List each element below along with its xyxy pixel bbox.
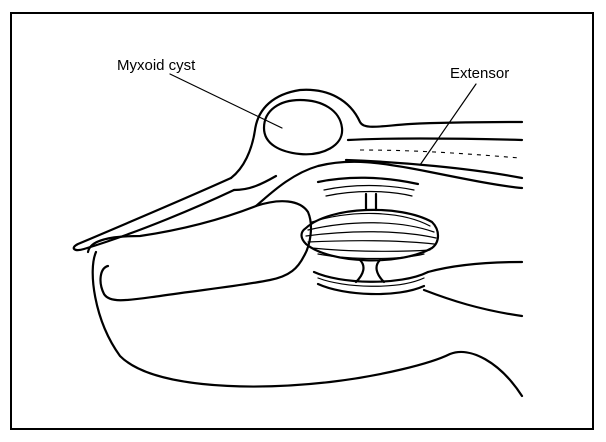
extensor-tendon-fibers <box>360 150 520 158</box>
middle-phalanx-dorsal <box>256 162 522 206</box>
capsule-fiber-1 <box>324 186 414 191</box>
distal-phalanx-bone <box>88 201 311 300</box>
myxoid-cyst-label: Myxoid cyst <box>117 57 196 74</box>
spindle-fiber-2 <box>308 223 434 232</box>
myxoid-cyst <box>264 100 342 154</box>
capsule-fiber-4 <box>318 284 424 294</box>
joint-capsule-upper <box>318 178 418 184</box>
joint-capsule-lower <box>314 272 428 282</box>
extensor-leader-line <box>420 84 476 165</box>
extensor-tendon-upper <box>348 139 522 141</box>
dorsal-skin-outline <box>231 90 522 178</box>
spindle-fiber-5 <box>312 248 430 251</box>
lower-ligament-stalk <box>356 260 384 282</box>
upper-ligament-stalk <box>366 194 376 210</box>
extensor-label: Extensor <box>450 65 509 82</box>
spindle-fiber-3 <box>306 232 436 238</box>
volar-skin-line <box>424 290 522 316</box>
capsule-fiber-2 <box>326 192 412 197</box>
fingertip-outline <box>93 176 522 396</box>
nail-plate <box>74 178 234 250</box>
middle-phalanx-palmar <box>428 262 522 272</box>
spindle-fiber-4 <box>308 241 434 244</box>
spindle-fiber-6 <box>318 254 424 259</box>
